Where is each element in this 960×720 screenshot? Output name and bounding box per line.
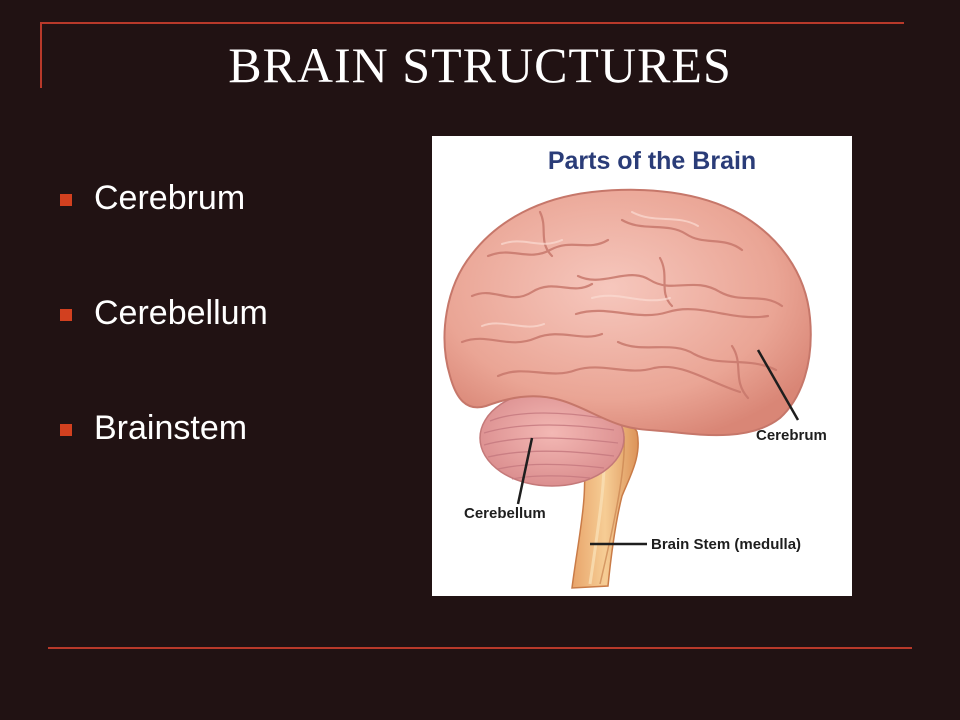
cerebrum-pointer-line <box>756 349 800 421</box>
bullet-item: Cerebellum <box>60 289 268 404</box>
bullet-label: Brainstem <box>94 409 248 447</box>
frame-bottom-line <box>48 647 912 649</box>
bullet-list: Cerebrum Cerebellum Brainstem <box>60 174 268 519</box>
bullet-label: Cerebrum <box>94 179 246 217</box>
brain-stem-label: Brain Stem (medulla) <box>651 536 801 553</box>
slide-title: BRAIN STRUCTURES <box>228 37 732 93</box>
cerebellum-pointer-line <box>516 437 534 505</box>
square-bullet-icon <box>60 309 72 321</box>
bullet-label: Cerebellum <box>94 294 268 332</box>
bullet-item: Cerebrum <box>60 174 268 289</box>
square-bullet-icon <box>60 424 72 436</box>
cerebellum-label: Cerebellum <box>464 505 546 522</box>
cerebrum-folds <box>460 210 784 400</box>
frame-top-line <box>40 22 904 24</box>
frame-left-line <box>40 22 42 88</box>
cerebrum-shape <box>443 188 812 437</box>
brain-diagram-image: Parts of the Brain <box>432 136 852 596</box>
cerebrum-label: Cerebrum <box>756 427 827 444</box>
brain-diagram-svg: Parts of the Brain <box>443 147 827 589</box>
square-bullet-icon <box>60 194 72 206</box>
figure-title: Parts of the Brain <box>548 147 756 175</box>
cerebellum-folds <box>483 412 619 480</box>
bullet-item: Brainstem <box>60 404 268 519</box>
